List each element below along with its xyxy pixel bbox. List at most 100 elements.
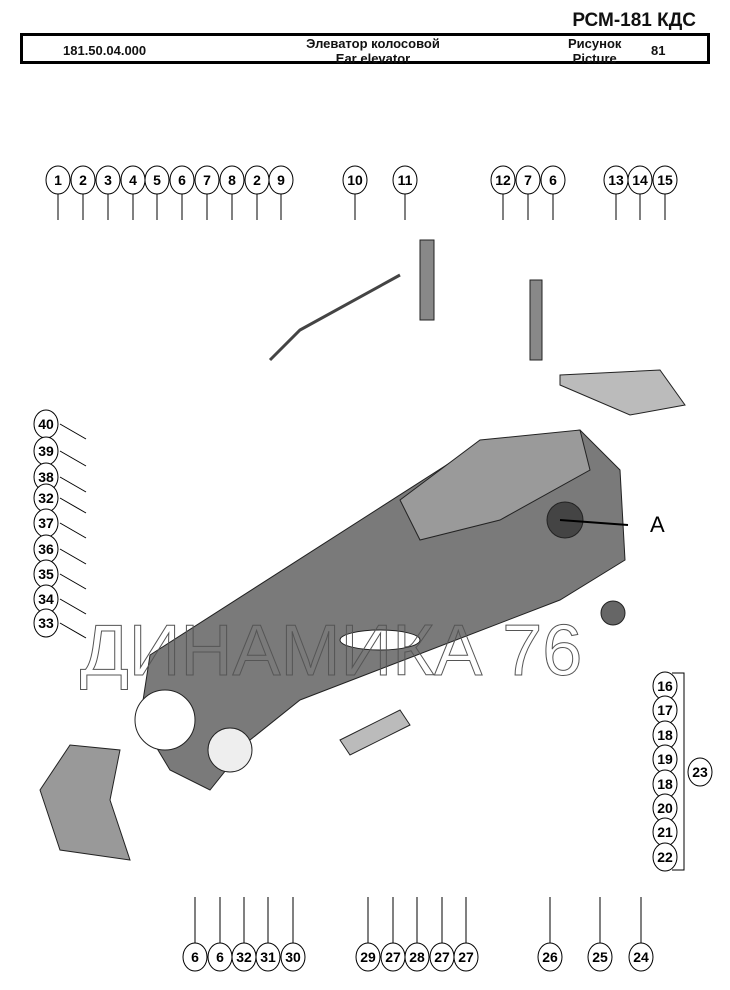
callout-number: 33	[38, 615, 54, 631]
callout-number: 35	[38, 566, 54, 582]
callout-number: 6	[191, 949, 199, 965]
callout: 27	[453, 897, 479, 972]
slot	[339, 629, 421, 651]
picture-label-en: Picture	[572, 51, 617, 66]
callout-circle	[182, 942, 208, 972]
callout-circle	[45, 165, 71, 195]
callout: 3	[95, 165, 121, 220]
picture-label-ru: Рисунок	[568, 36, 622, 51]
model-title: РСМ-181 КДС	[572, 10, 696, 31]
callout: 34	[33, 584, 87, 615]
callout-number: 13	[608, 172, 624, 188]
callout-circle	[587, 942, 613, 972]
belt-cover	[39, 744, 131, 861]
callout-number: 7	[524, 172, 532, 188]
pulley-hole	[207, 727, 253, 773]
callout: 9	[268, 165, 294, 220]
callout: 28	[404, 897, 430, 972]
callout: 22	[652, 842, 678, 872]
callout-number: 23	[692, 764, 708, 780]
callout-number: 27	[458, 949, 474, 965]
callout-circle	[404, 942, 430, 972]
callout-circle	[540, 165, 566, 195]
leader-line	[59, 622, 87, 639]
rod	[268, 273, 401, 362]
callout: 2	[244, 165, 270, 220]
callout: 32	[33, 483, 87, 514]
callout-number: 6	[549, 172, 557, 188]
callout: 24	[628, 897, 654, 972]
callout-number: 10	[347, 172, 363, 188]
callout: 17	[652, 695, 678, 725]
view-label: A	[650, 512, 665, 537]
callout-number: 27	[385, 949, 401, 965]
callout: 6	[182, 897, 208, 972]
callout-circle	[268, 165, 294, 195]
callout-number: 14	[632, 172, 648, 188]
callout-circle	[687, 757, 713, 787]
callout: 7	[194, 165, 220, 220]
callout-number: 7	[203, 172, 211, 188]
callout-number: 6	[216, 949, 224, 965]
callout-number: 28	[409, 949, 425, 965]
callout: 38	[33, 462, 87, 493]
callout-circle	[70, 165, 96, 195]
housing-top	[399, 429, 591, 541]
callout: 20	[652, 793, 678, 823]
callout-number: 21	[657, 824, 673, 840]
group-bracket	[672, 672, 685, 871]
callout-circle	[219, 165, 245, 195]
callout-circle	[342, 165, 368, 195]
callout-circle	[33, 608, 59, 638]
callout-number: 27	[434, 949, 450, 965]
callout-number: 18	[657, 776, 673, 792]
callout-number: 31	[260, 949, 276, 965]
callout-number: 20	[657, 800, 673, 816]
callout-circle	[652, 842, 678, 872]
picture-number: 81	[651, 43, 666, 58]
callout: 6	[540, 165, 566, 220]
callout: 27	[380, 897, 406, 972]
title-en: Ear elevator	[335, 51, 411, 66]
callout-number: 22	[657, 849, 673, 865]
callout-number: 4	[129, 172, 137, 188]
callout-number: 12	[495, 172, 511, 188]
callout: 2	[70, 165, 96, 220]
callout-number: 29	[360, 949, 376, 965]
bracket-right	[529, 279, 543, 361]
callout-number: 3	[104, 172, 112, 188]
callout-number: 39	[38, 443, 54, 459]
callout: 19	[652, 744, 678, 774]
callout-number: 6	[178, 172, 186, 188]
callout-circle	[453, 942, 479, 972]
leader-line	[59, 548, 87, 565]
callout: 13	[603, 165, 629, 220]
callout: 10	[342, 165, 368, 220]
callout-number: 11	[398, 172, 413, 188]
callout: 6	[169, 165, 195, 220]
view-arrow	[559, 519, 629, 526]
callout-circle	[627, 165, 653, 195]
callout-number: 15	[657, 172, 673, 188]
callout: 7	[515, 165, 541, 220]
callout-number: 36	[38, 541, 54, 557]
leader-line	[59, 497, 87, 514]
callout-circle	[255, 942, 281, 972]
callout-number: 34	[38, 591, 54, 607]
callout-number: 38	[38, 469, 54, 485]
callout: 30	[280, 897, 306, 972]
callout-number: 19	[657, 751, 673, 767]
callout-number: 32	[236, 949, 252, 965]
callout: 4	[120, 165, 146, 220]
callout: 8	[219, 165, 245, 220]
callout-number: 18	[657, 727, 673, 743]
gear-sprocket	[600, 600, 626, 626]
callout-number: 9	[277, 172, 285, 188]
callout: 14	[627, 165, 653, 220]
bracket-left	[419, 239, 435, 321]
callout: 23	[687, 757, 713, 787]
callout: 33	[33, 608, 87, 639]
